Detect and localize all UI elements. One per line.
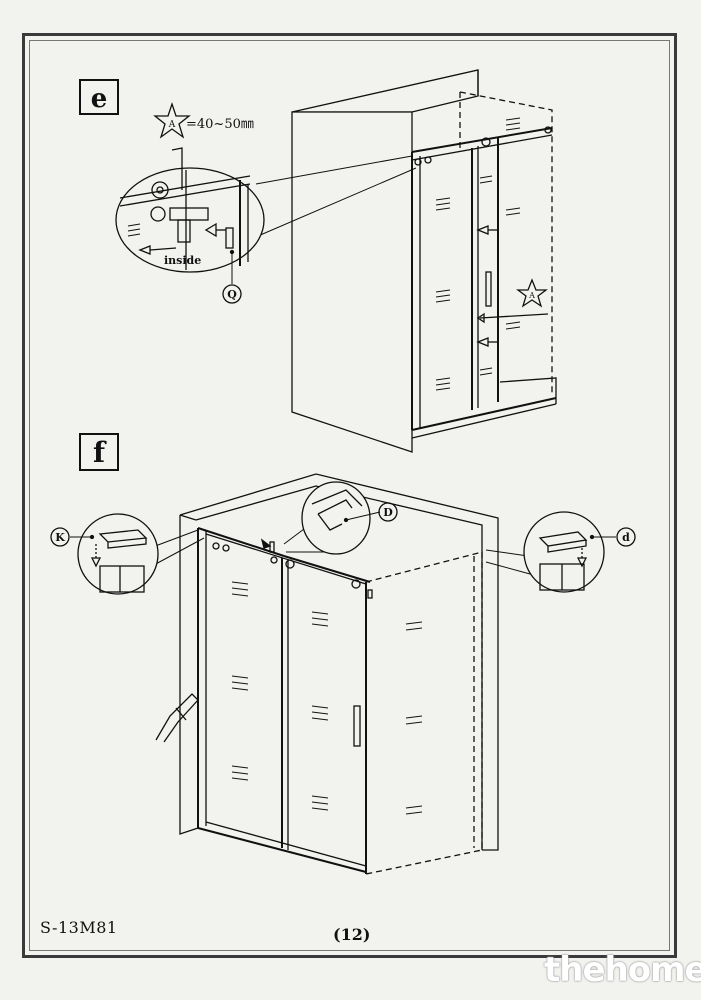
step-f-zoom-center <box>283 481 398 555</box>
step-f-label-box <box>79 433 119 471</box>
step-e-wall <box>291 69 479 453</box>
step-e-drawing <box>79 69 557 453</box>
star-a-door-label: A <box>528 291 535 300</box>
page-border <box>22 33 677 958</box>
step-f-drawing <box>50 433 636 875</box>
page-border-inner <box>29 40 670 951</box>
inside-label: inside <box>164 254 201 267</box>
step-f-zoom-left <box>50 513 205 595</box>
dimension-label: =40~50㎜ <box>186 117 254 132</box>
step-f-enclosure <box>155 527 483 875</box>
callout-q-label: Q <box>227 288 237 301</box>
step-e-enclosure <box>411 91 557 439</box>
callout-d-label: D <box>383 506 393 519</box>
step-f-label: f <box>93 436 107 469</box>
callout-d-lower-label: d <box>622 531 630 544</box>
step-f-zoom-right <box>485 511 636 593</box>
watermark-logo: thehome <box>544 950 701 990</box>
star-a-icon <box>153 101 191 139</box>
step-e-label-box <box>79 79 119 115</box>
step-e-label: e <box>91 84 108 114</box>
callout-k-label: K <box>55 531 65 544</box>
step-e-zoom-detail <box>115 147 265 304</box>
star-a-label: A <box>168 120 176 130</box>
page-number: (12) <box>333 925 371 944</box>
model-number: S-13M81 <box>40 918 118 937</box>
